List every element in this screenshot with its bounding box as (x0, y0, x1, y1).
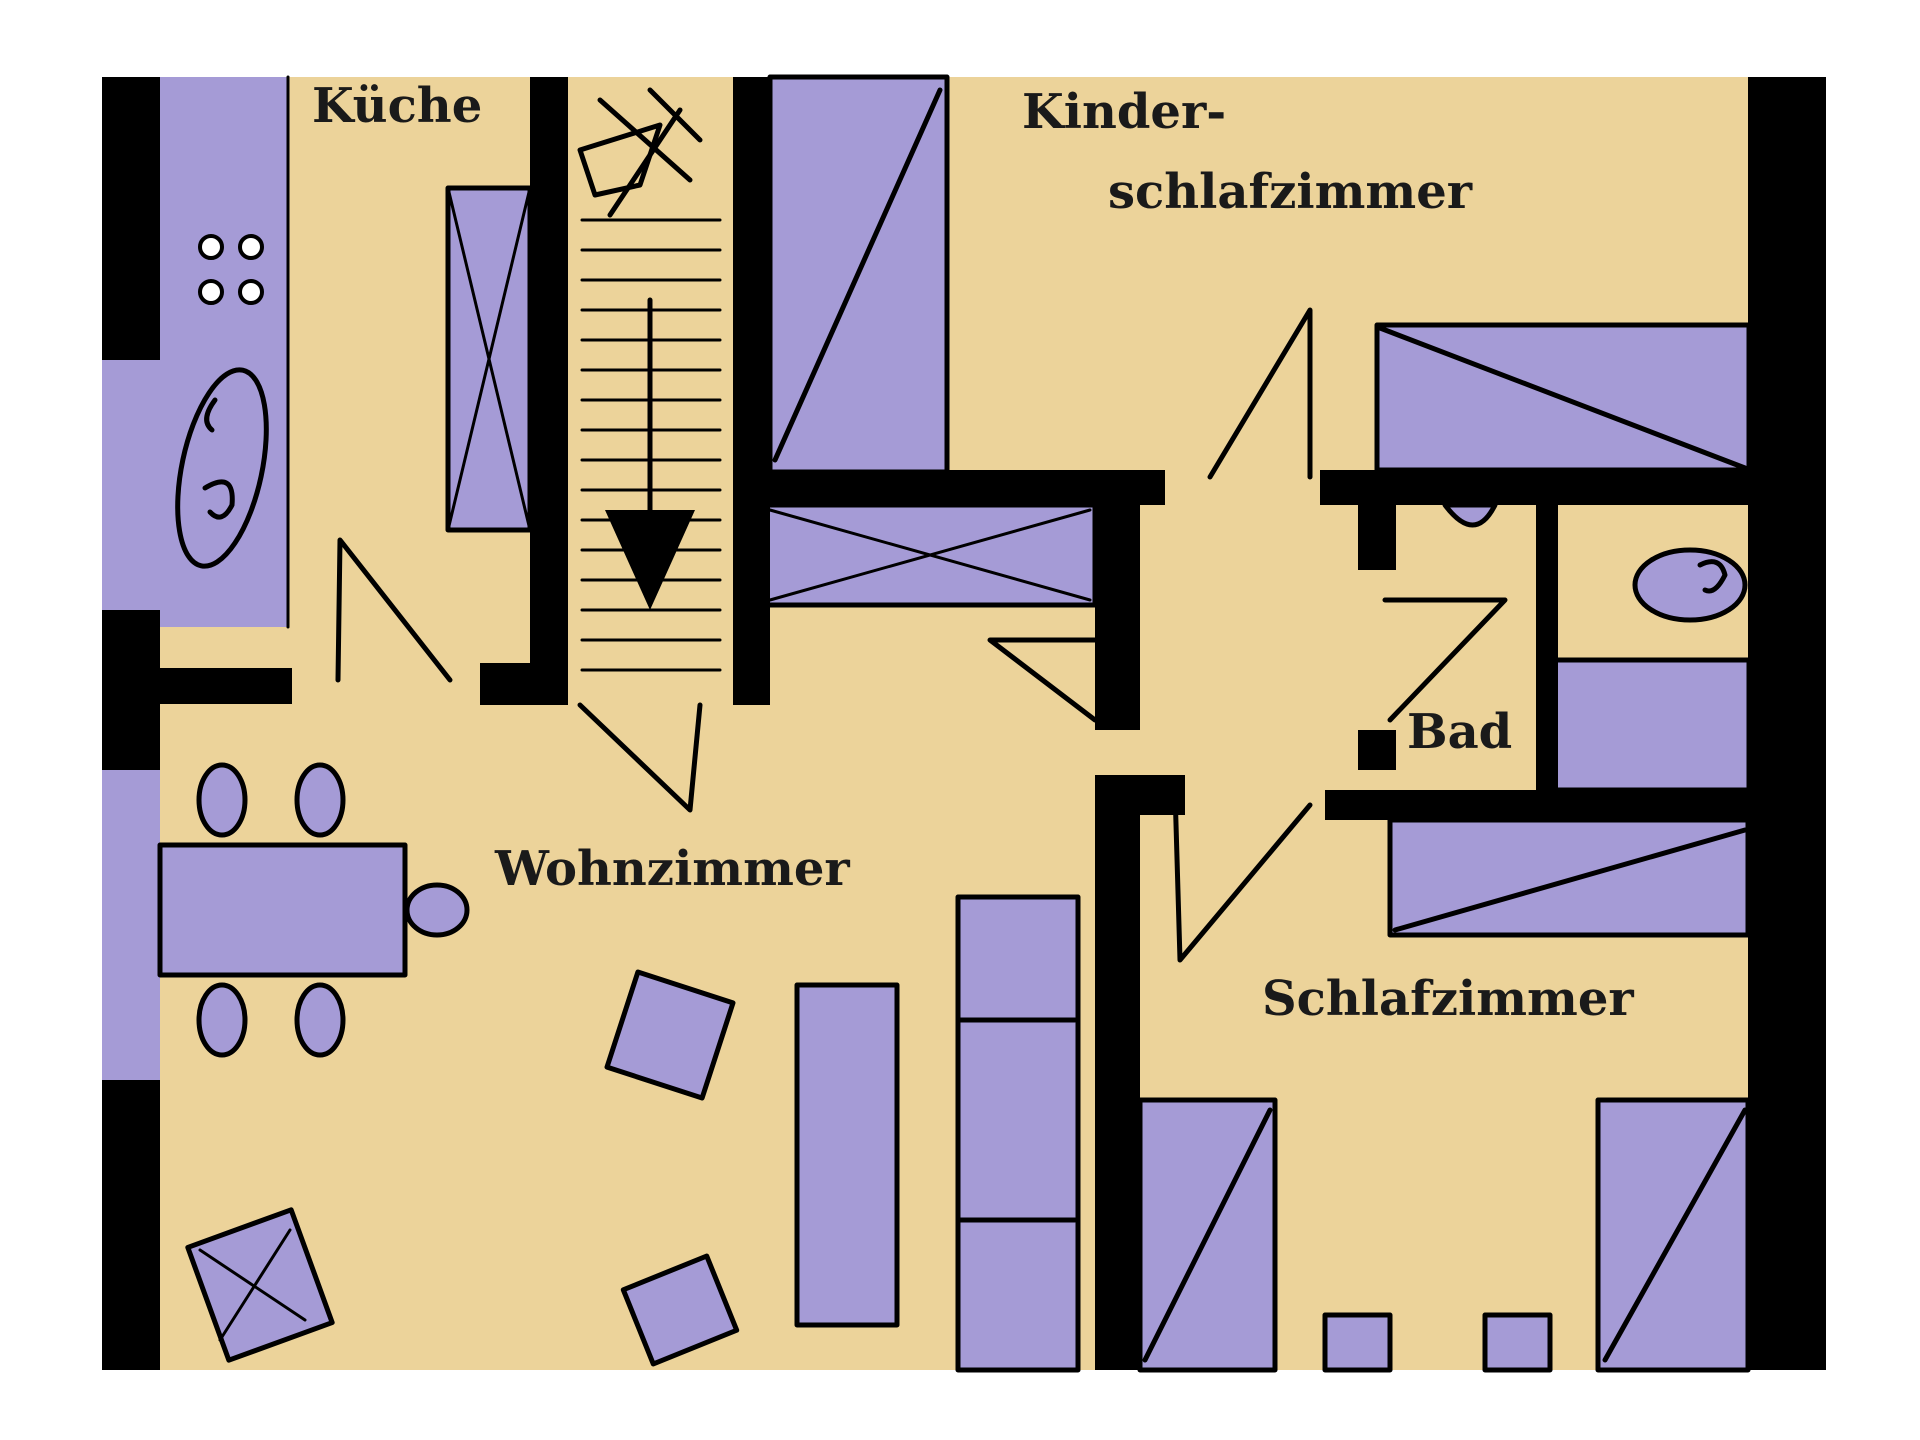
sink-icon (175, 367, 269, 569)
label-bathroom: Bad (1407, 704, 1512, 760)
window-left-top (102, 360, 160, 610)
sofa (794, 982, 900, 1328)
label-living-room: Wohnzimmer (494, 841, 850, 897)
corridor-cabinet (762, 502, 1098, 608)
window-left-bottom (102, 770, 160, 1080)
nightstands (1322, 1312, 1553, 1373)
label-kitchen: Küche (312, 78, 482, 134)
bed-right (1595, 1097, 1751, 1373)
bathtub (1552, 657, 1752, 793)
stove-icon (198, 234, 264, 305)
toilet-icon (1632, 547, 1748, 623)
door-swings (335, 307, 1508, 963)
wardrobe-kids (767, 74, 950, 475)
shelf-unit (955, 894, 1081, 1373)
dining-table (157, 762, 470, 1058)
armchair-3 (185, 1207, 335, 1363)
armchair-1 (604, 969, 736, 1101)
bed-kids (1374, 322, 1752, 473)
staircase (568, 77, 733, 705)
bath-basin (1442, 502, 1498, 528)
kitchen-cupboard (445, 185, 533, 533)
label-kids-bedroom-2: schlafzimmer (1108, 164, 1473, 220)
label-kids-bedroom-1: Kinder- (1022, 84, 1226, 140)
walls (102, 77, 1826, 1370)
bed-left (1137, 1097, 1278, 1373)
armchair-2 (620, 1253, 740, 1367)
label-bedroom: Schlafzimmer (1262, 971, 1634, 1027)
wardrobe-bedroom (1387, 817, 1751, 938)
kitchen-counter (160, 75, 290, 629)
